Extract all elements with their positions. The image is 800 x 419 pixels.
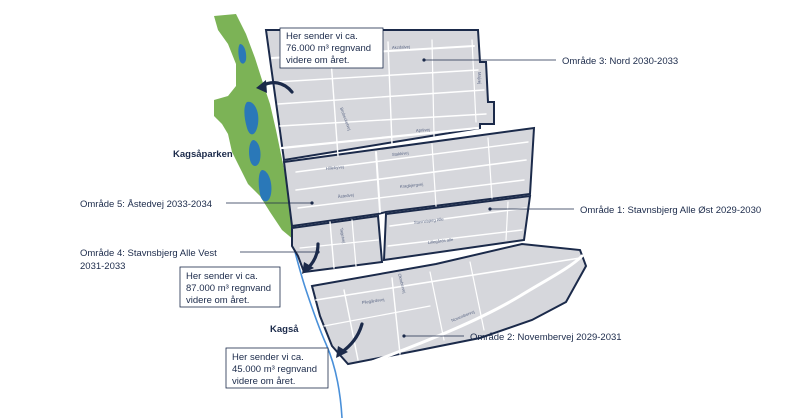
area-novembervej [310, 242, 588, 366]
leader-dot [402, 334, 406, 338]
street-label: Åstedvej [338, 192, 355, 199]
area-label-astedvej: Område 5: Åstedvej 2033-2034 [80, 199, 212, 210]
callout-line: 87.000 m³ regnvand [186, 283, 271, 294]
area-label-stavnsbjerg-vest: Område 4: Stavnsbjerg Alle Vest [80, 248, 217, 259]
street-label: Pilegårdsvej [361, 297, 384, 305]
leader-dot [488, 207, 492, 211]
street-label: Lillegårds alle [428, 237, 455, 245]
street-label: Majvej [477, 72, 482, 84]
street-label: Apriivej [416, 127, 430, 133]
stream-label: Kagså [270, 324, 299, 335]
callout-line: Her sender vi ca. [186, 271, 258, 282]
callout-line: videre om året. [186, 295, 249, 306]
callout-line: 45.000 m³ regnvand [232, 364, 317, 375]
street-label: Kragbjergvej [400, 182, 424, 189]
street-label: Oktobervej [397, 273, 407, 294]
callout-line: Her sender vi ca. [232, 352, 304, 363]
park-label: Kagsåparken [173, 149, 233, 160]
street-label: Hillebyvej [326, 164, 344, 171]
area-label-stavnsbjerg-ost: Område 1: Stavnsbjerg Alle Øst 2029-2030 [580, 205, 761, 216]
callout-line: videre om året. [232, 376, 295, 387]
leader-dot [422, 58, 426, 62]
area-label-novembervej: Område 2: Novembervej 2029-2031 [470, 332, 622, 343]
leader-dot [310, 201, 314, 205]
street-label: Tagetvej [339, 227, 347, 243]
callout-1: Her sender vi ca. 76.000 m³ regnvand vid… [279, 27, 384, 69]
callout-3: Her sender vi ca. 45.000 m³ regnvand vid… [225, 347, 329, 389]
callout-line: 76.000 m³ regnvand [286, 43, 371, 54]
arrowhead-icon [336, 346, 348, 358]
ponds [238, 44, 272, 202]
street-label: Stakkivej [392, 150, 409, 157]
area-label-nord: Område 3: Nord 2030-2033 [562, 56, 678, 67]
callout-line: Her sender vi ca. [286, 31, 358, 42]
street-label: Stavnsbjerg Alle [414, 216, 445, 225]
area-labels: Område 3: Nord 2030-2033 Område 5: Åsted… [80, 56, 761, 343]
callout-line: videre om året. [286, 55, 349, 66]
arrowhead-icon [256, 80, 267, 93]
callout-2: Her sender vi ca. 87.000 m³ regnvand vid… [179, 266, 281, 308]
arrow-heads [256, 80, 348, 358]
stream-line [291, 239, 343, 419]
arrowhead-icon [302, 262, 314, 274]
street-labels: Akzdalvej Apriivej Brobecketvej Majvej H… [326, 44, 482, 323]
street-label: Akzdalvej [392, 44, 410, 50]
area-label-stavnsbjerg-vest-years: 2031-2033 [80, 261, 125, 272]
